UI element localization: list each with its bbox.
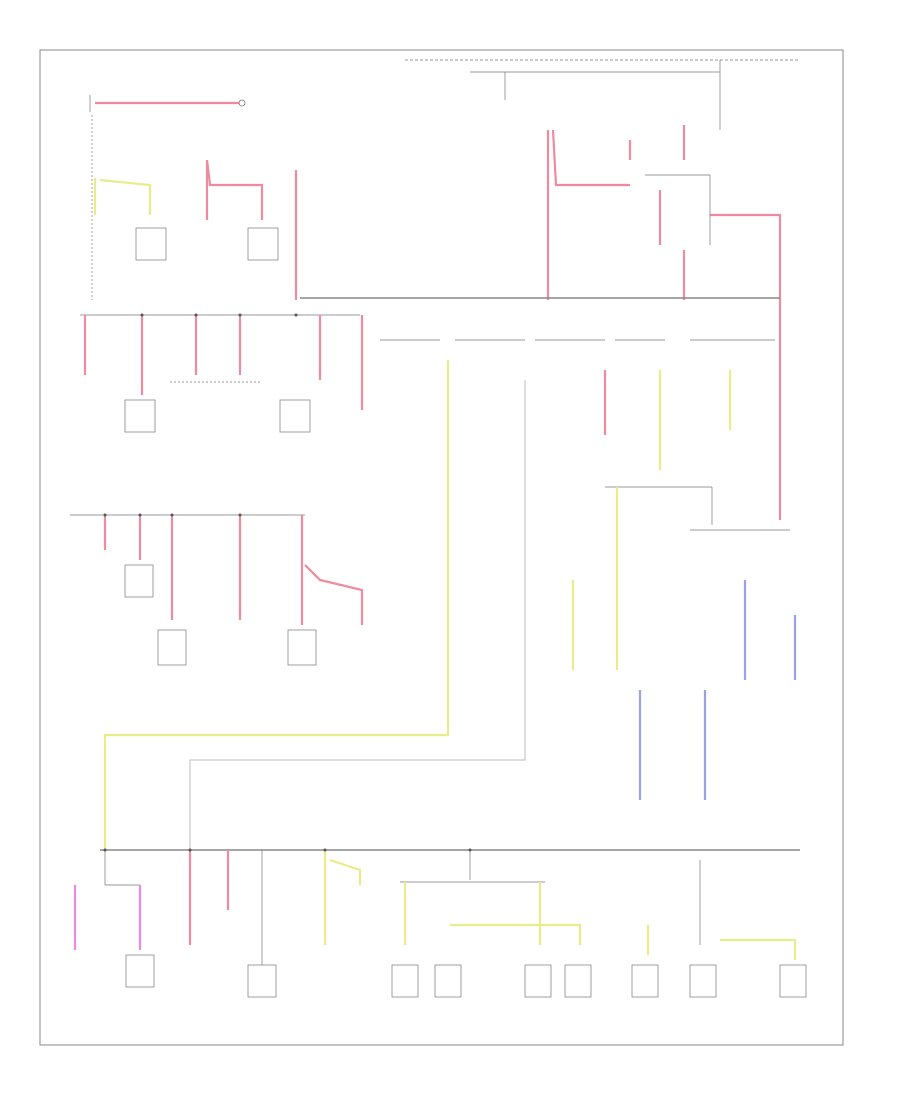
component-row1-1 bbox=[135, 227, 167, 261]
component-row3-3 bbox=[287, 629, 317, 666]
diagram-border bbox=[39, 49, 844, 1046]
component-row3-2 bbox=[157, 629, 187, 666]
connector-dots bbox=[103, 313, 472, 852]
component-row2-2 bbox=[279, 399, 311, 433]
yellow-bottom-2 bbox=[329, 858, 362, 885]
red-wire-row1-a bbox=[205, 159, 264, 220]
red-wire-right-2 bbox=[551, 129, 630, 187]
gray-main-run bbox=[189, 380, 526, 850]
relay-box-outline bbox=[645, 174, 711, 245]
component-bottom-5 bbox=[524, 964, 552, 998]
yellow-main-run bbox=[103, 360, 450, 850]
red-r3-6 bbox=[304, 564, 364, 625]
connector-ign-out bbox=[238, 99, 246, 107]
yellow-bottom-4 bbox=[450, 923, 582, 945]
component-bottom-2 bbox=[247, 964, 277, 998]
component-bottom-4 bbox=[434, 964, 462, 998]
red-wire-right-long bbox=[710, 213, 782, 520]
component-row1-2 bbox=[247, 227, 279, 261]
component-row3-1 bbox=[124, 564, 154, 598]
component-bottom-6 bbox=[564, 964, 592, 998]
component-bottom-7 bbox=[631, 964, 659, 998]
yellow-bottom-7 bbox=[720, 938, 797, 960]
component-bottom-9 bbox=[779, 964, 807, 998]
component-bottom-3 bbox=[391, 964, 419, 998]
component-row2-1 bbox=[124, 399, 156, 433]
bottom-feed-1 bbox=[104, 850, 140, 886]
component-bottom-8 bbox=[689, 964, 717, 998]
yellow-wire-2 bbox=[99, 178, 152, 215]
component-bottom-1 bbox=[125, 954, 155, 988]
